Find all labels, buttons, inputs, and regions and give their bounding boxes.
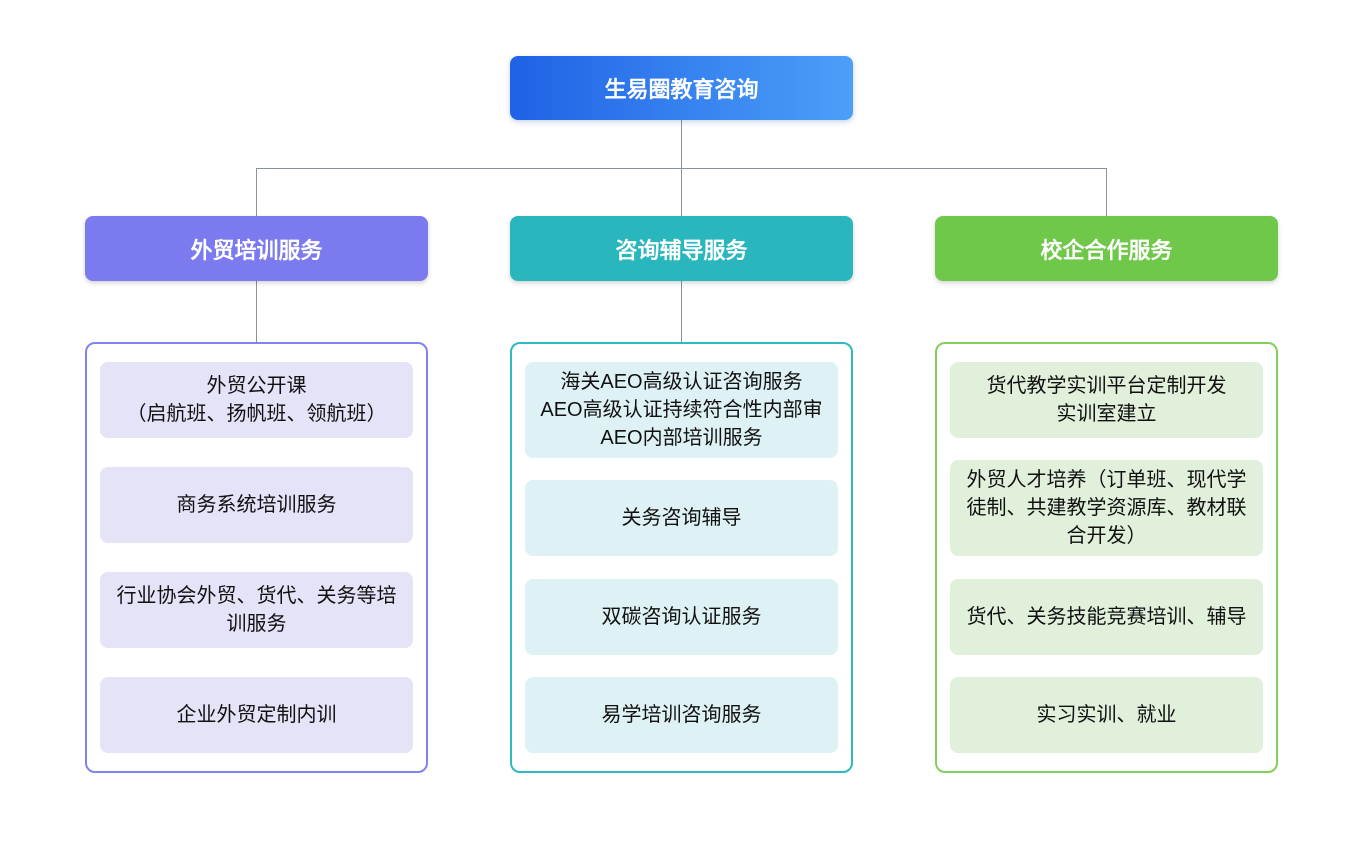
connector-drop-middle <box>681 168 682 216</box>
connector-root-stem <box>681 120 682 168</box>
branch-item[interactable]: 货代教学实训平台定制开发 实训室建立 <box>950 362 1263 438</box>
branch-item[interactable]: 实习实训、就业 <box>950 676 1263 753</box>
root-node-label: 生易圈教育咨询 <box>604 77 759 102</box>
branch-item[interactable]: 易学培训咨询服务 <box>525 676 838 753</box>
branch-item[interactable]: 行业协会外贸、货代、关务等培训服务 <box>100 572 413 648</box>
branch-header-school-enterprise[interactable]: 校企合作服务 <box>935 216 1278 281</box>
branch-header-trade-training[interactable]: 外贸培训服务 <box>85 216 428 281</box>
branch-item[interactable]: 外贸公开课 （启航班、扬帆班、领航班） <box>100 362 413 438</box>
branch-item[interactable]: 企业外贸定制内训 <box>100 677 413 753</box>
connector-middle-header-box <box>681 281 682 342</box>
branch-box-trade-training: 外贸公开课 （启航班、扬帆班、领航班） 商务系统培训服务 行业协会外贸、货代、关… <box>85 342 428 773</box>
branch-box-consulting: 海关AEO高级认证咨询服务 AEO高级认证持续符合性内部审 AEO内部培训服务 … <box>510 342 853 773</box>
branch-header-consulting[interactable]: 咨询辅导服务 <box>510 216 853 281</box>
root-node[interactable]: 生易圈教育咨询 <box>510 56 853 120</box>
connector-left-header-box <box>256 281 257 342</box>
branch-header-label: 咨询辅导服务 <box>615 237 748 263</box>
connector-drop-left <box>256 168 257 216</box>
branch-item[interactable]: 海关AEO高级认证咨询服务 AEO高级认证持续符合性内部审 AEO内部培训服务 <box>525 362 838 458</box>
branch-box-school-enterprise: 货代教学实训平台定制开发 实训室建立 外贸人才培养（订单班、现代学徒制、共建教学… <box>935 342 1278 773</box>
branch-item[interactable]: 双碳咨询认证服务 <box>525 578 838 655</box>
branch-item[interactable]: 关务咨询辅导 <box>525 480 838 557</box>
branch-item[interactable]: 商务系统培训服务 <box>100 467 413 543</box>
branch-item[interactable]: 外贸人才培养（订单班、现代学徒制、共建教学资源库、教材联合开发） <box>950 460 1263 557</box>
branch-header-label: 外贸培训服务 <box>190 237 323 263</box>
branch-header-label: 校企合作服务 <box>1040 237 1173 263</box>
branch-item[interactable]: 货代、关务技能竞赛培训、辅导 <box>950 578 1263 655</box>
connector-drop-right <box>1106 168 1107 216</box>
